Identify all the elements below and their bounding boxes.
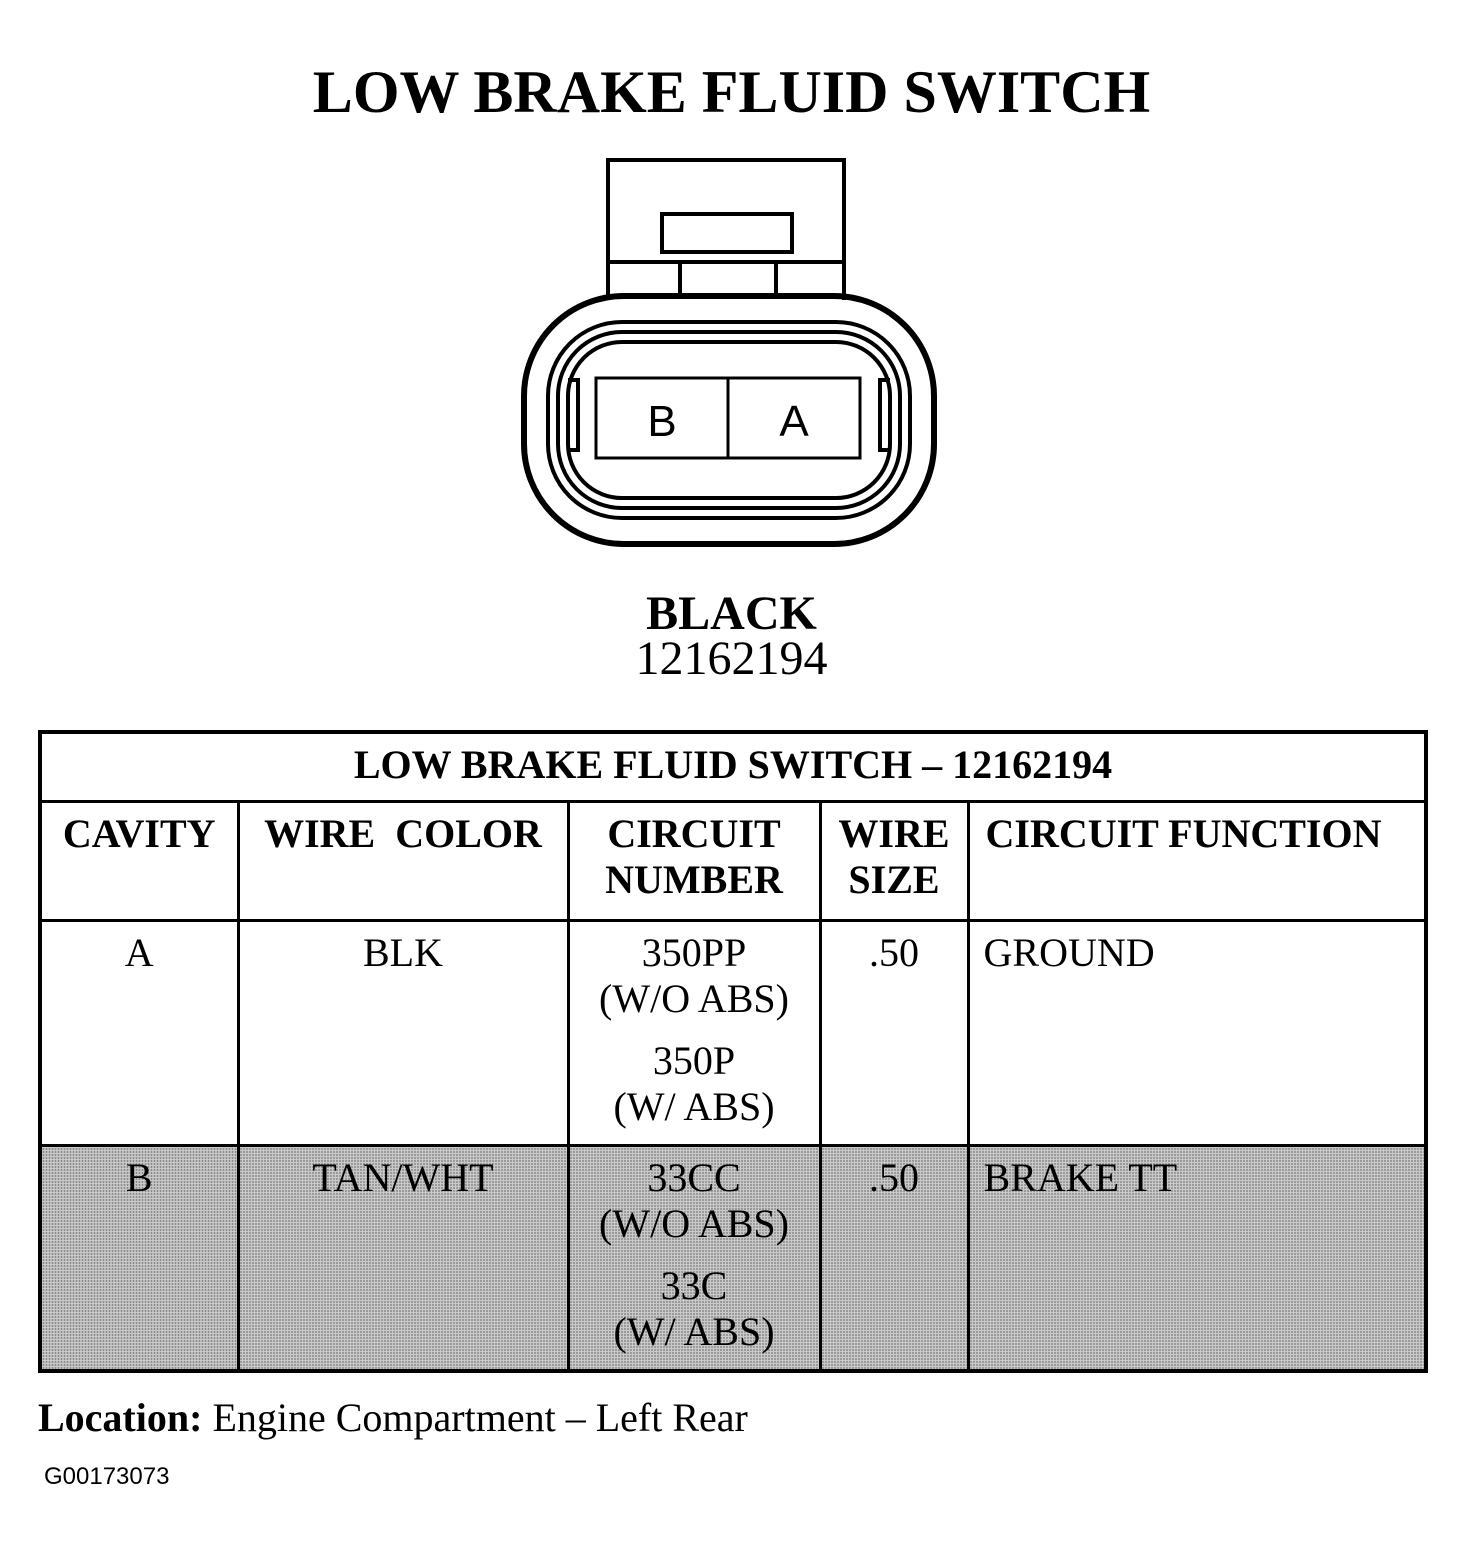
location-value: Engine Compartment – Left Rear: [212, 1395, 748, 1440]
circuit-condition: (W/O ABS): [599, 1201, 789, 1246]
cell-wire-size: .50: [818, 919, 970, 1147]
circuit-number: 33CC: [647, 1155, 741, 1200]
header-circuit-number: CIRCUIT NUMBER: [566, 800, 822, 922]
cell-circuit-function: BRAKE TT: [966, 1144, 1428, 1373]
connector-part-number: 12162194: [635, 632, 828, 685]
circuit-condition: (W/O ABS): [599, 976, 789, 1021]
cell-wire-size: .50: [818, 1144, 970, 1373]
cell-circuit-number: 350PP (W/O ABS) 350P (W/ ABS): [566, 919, 822, 1147]
header-circuit-number-line2: NUMBER: [605, 857, 783, 902]
connector-lock-tab: [606, 158, 846, 300]
header-wire-color: WIRE COLOR: [236, 800, 570, 922]
cavity-label-b: B: [647, 397, 676, 446]
circuit-condition: (W/ ABS): [613, 1084, 775, 1129]
location-label: Location:: [38, 1395, 203, 1440]
table-row: B TAN/WHT 33CC (W/O ABS) 33C (W/ ABS) .5…: [38, 1144, 1428, 1373]
connector-lock-latch: [660, 212, 794, 254]
cavity-label-a: A: [779, 397, 809, 446]
circuit-number: 350P: [652, 1038, 736, 1083]
table-header-row: CAVITY WIRE COLOR CIRCUIT NUMBER WIRE SI…: [38, 800, 1428, 922]
cell-cavity: B: [38, 1144, 240, 1373]
connector-face-diagram: B A: [521, 158, 937, 547]
header-wire-size: WIRE SIZE: [818, 800, 970, 922]
header-wire-size-line2: SIZE: [848, 857, 940, 902]
table-title-row: LOW BRAKE FLUID SWITCH – 12162194: [38, 730, 1428, 803]
cell-circuit-function: GROUND: [966, 919, 1428, 1147]
circuit-number: 33C: [660, 1263, 728, 1308]
header-cavity: CAVITY: [38, 800, 240, 922]
table-title: LOW BRAKE FLUID SWITCH – 12162194: [38, 730, 1428, 803]
connector-color: BLACK: [646, 587, 817, 640]
cell-wire-color: TAN/WHT: [236, 1144, 570, 1373]
circuit-number: 350PP: [641, 930, 747, 975]
header-circuit-function: CIRCUIT FUNCTION: [966, 800, 1428, 922]
diagram-title: LOW BRAKE FLUID SWITCH: [312, 59, 1151, 125]
connector-inner-seal: [546, 320, 912, 520]
connector-body: [521, 293, 937, 547]
cell-wire-color: BLK: [236, 919, 570, 1147]
table-row: A BLK 350PP (W/O ABS) 350P (W/ ABS) .50 …: [38, 919, 1428, 1147]
header-wire-size-line1: WIRE: [838, 811, 950, 856]
circuit-condition: (W/ ABS): [613, 1309, 775, 1354]
location-note: Location: Engine Compartment – Left Rear: [38, 1398, 748, 1438]
header-circuit-number-line1: CIRCUIT: [607, 811, 781, 856]
figure-id: G00173073: [44, 1463, 170, 1490]
cell-cavity: A: [38, 919, 240, 1147]
cell-circuit-number: 33CC (W/O ABS) 33C (W/ ABS): [566, 1144, 822, 1373]
pinout-table: LOW BRAKE FLUID SWITCH – 12162194 CAVITY…: [38, 730, 1428, 1373]
